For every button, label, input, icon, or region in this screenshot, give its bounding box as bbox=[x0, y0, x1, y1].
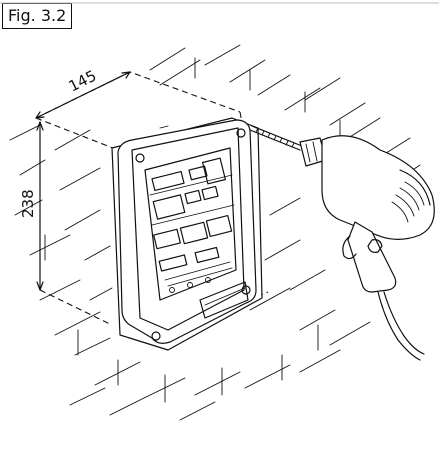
dimension-238: 238 bbox=[19, 121, 44, 291]
figure-label: Fig. 3.2 bbox=[2, 3, 73, 29]
power-drill-icon bbox=[299, 135, 435, 361]
dimension-145: 145 bbox=[35, 67, 131, 119]
width-dimension-label: 145 bbox=[66, 67, 100, 96]
circuit-board bbox=[144, 147, 237, 301]
brick-wall bbox=[9, 44, 421, 421]
cable-entry bbox=[199, 281, 249, 319]
drill-bit bbox=[249, 125, 303, 151]
height-dimension-label: 238 bbox=[19, 189, 37, 218]
control-enclosure bbox=[111, 117, 263, 351]
